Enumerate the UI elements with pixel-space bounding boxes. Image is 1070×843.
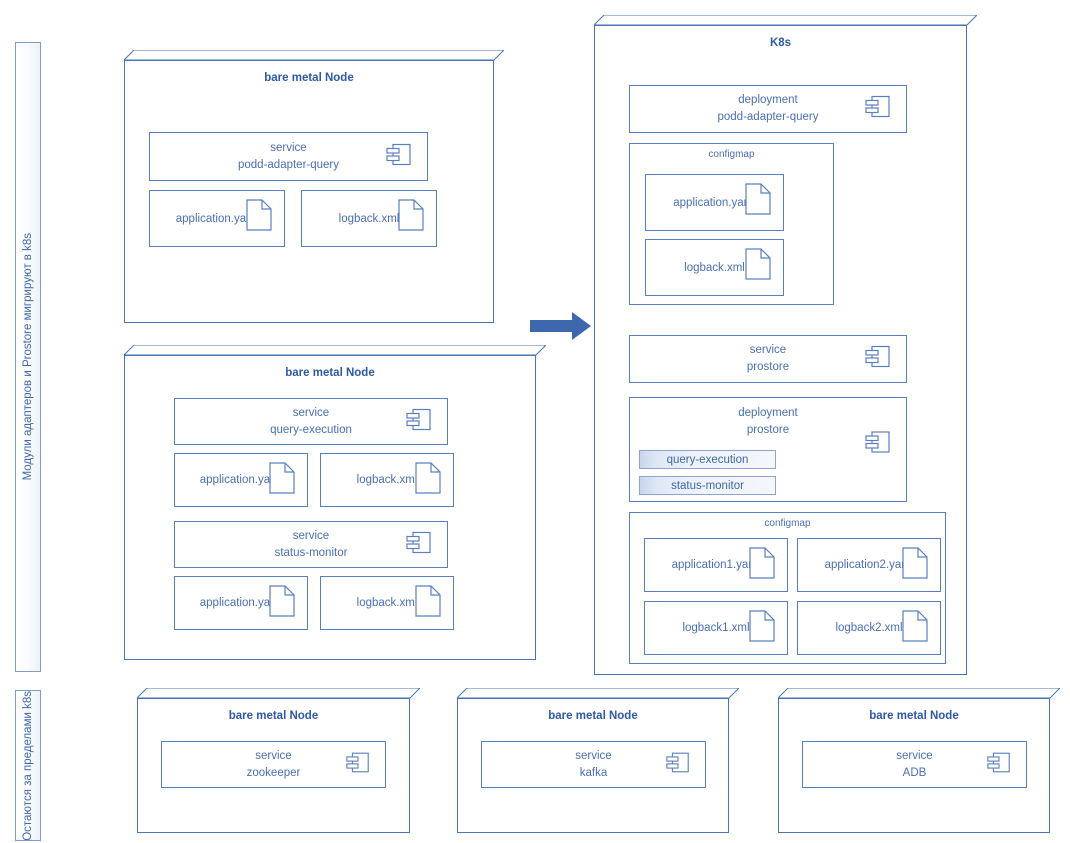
component-icon bbox=[986, 749, 1012, 780]
artifact-name: application2.yaml bbox=[824, 559, 914, 571]
component-name: podd-adapter-query bbox=[237, 158, 339, 171]
service-podd-adapter-query[interactable]: service podd-adapter-query bbox=[149, 132, 428, 181]
bare-metal-node-1[interactable]: bare metal Node service podd-adapter-que… bbox=[124, 50, 504, 323]
rail-migrating-label: Модули адаптеров и Prostore мигрируют в … bbox=[22, 233, 34, 481]
bare-metal-node-kafka[interactable]: bare metal Node service kafka bbox=[457, 688, 739, 833]
artifact-logback2-xml[interactable]: logback2.xml bbox=[797, 601, 941, 655]
artifact-name: application.yaml bbox=[199, 474, 283, 486]
rail-outside-k8s: Остаются за пределами k8s bbox=[15, 690, 41, 841]
component-icon bbox=[864, 343, 892, 376]
migration-arrow bbox=[530, 310, 592, 342]
deployment-kind: deployment bbox=[738, 407, 798, 419]
artifact-logback1-xml[interactable]: logback1.xml bbox=[644, 601, 788, 655]
component-name: query-execution bbox=[270, 423, 352, 436]
document-icon bbox=[398, 199, 424, 236]
configmap-1[interactable]: configmap application.yaml logback.xml bbox=[629, 143, 834, 305]
component-name: zookeeper bbox=[246, 766, 301, 779]
component-kind: service bbox=[896, 749, 933, 762]
component-kind: service bbox=[749, 344, 787, 357]
k8s-node[interactable]: K8s deployment podd-adapter-query config… bbox=[594, 15, 977, 675]
bare-metal-node-zookeeper[interactable]: bare metal Node service zookeeper bbox=[137, 688, 420, 833]
component-icon bbox=[345, 749, 371, 780]
document-icon bbox=[246, 199, 272, 236]
component-icon bbox=[864, 93, 892, 126]
artifact-name: application1.yaml bbox=[671, 559, 761, 571]
service-status-monitor[interactable]: service status-monitor bbox=[174, 521, 448, 568]
artifact-name: logback.xml bbox=[338, 212, 400, 225]
node-title: bare metal Node bbox=[869, 710, 959, 722]
component-name: kafka bbox=[579, 766, 608, 779]
service-zookeeper[interactable]: service zookeeper bbox=[161, 741, 386, 788]
bare-metal-node-2[interactable]: bare metal Node service query-execution … bbox=[124, 345, 546, 660]
deployment-name: prostore bbox=[746, 424, 790, 436]
component-name: podd-adapter-query bbox=[717, 111, 819, 123]
service-adb[interactable]: service ADB bbox=[802, 741, 1027, 788]
component-kind: deployment bbox=[738, 94, 798, 107]
component-icon bbox=[665, 749, 691, 780]
rail-outside-label: Остаются за пределами k8s bbox=[22, 690, 34, 841]
component-icon bbox=[405, 405, 433, 438]
document-icon bbox=[749, 610, 775, 647]
component-kind: service bbox=[292, 529, 330, 542]
artifact-name: logback.xml bbox=[684, 261, 745, 274]
component-icon bbox=[405, 528, 433, 561]
document-icon bbox=[749, 547, 775, 584]
configmap-2-title: configmap bbox=[764, 518, 811, 529]
component-icon bbox=[864, 428, 892, 461]
artifact-application-yaml[interactable]: application.yaml bbox=[149, 190, 285, 247]
artifact-application-yaml[interactable]: application.yaml bbox=[645, 174, 784, 231]
node-2-title: bare metal Node bbox=[285, 367, 375, 379]
artifact-name: logback.xml bbox=[356, 597, 418, 609]
artifact-name: application.yaml bbox=[175, 212, 259, 225]
component-kind: service bbox=[255, 749, 292, 762]
artifact-application1-yaml[interactable]: application1.yaml bbox=[644, 538, 788, 592]
deployment-prostore[interactable]: deployment prostore query-execution stat… bbox=[629, 397, 907, 502]
deployment-podd-adapter-query[interactable]: deployment podd-adapter-query bbox=[629, 85, 907, 133]
artifact-logback-xml[interactable]: logback.xml bbox=[320, 453, 454, 507]
service-prostore[interactable]: service prostore bbox=[629, 335, 907, 383]
component-name: prostore bbox=[746, 361, 790, 373]
document-icon bbox=[902, 547, 928, 584]
artifact-logback-xml[interactable]: logback.xml bbox=[301, 190, 437, 247]
service-kafka[interactable]: service kafka bbox=[481, 741, 706, 788]
artifact-name: logback2.xml bbox=[835, 622, 903, 634]
component-name: ADB bbox=[902, 766, 927, 779]
document-icon bbox=[902, 610, 928, 647]
configmap-2[interactable]: configmap application1.yaml application2… bbox=[629, 512, 946, 664]
artifact-logback-xml[interactable]: logback.xml bbox=[320, 576, 454, 630]
component-name: status-monitor bbox=[274, 546, 348, 559]
component-kind: service bbox=[575, 749, 612, 762]
document-icon bbox=[269, 462, 295, 499]
component-icon bbox=[385, 140, 413, 173]
configmap-1-title: configmap bbox=[708, 149, 755, 160]
service-query-execution[interactable]: service query-execution bbox=[174, 398, 448, 445]
artifact-name: application.yaml bbox=[199, 597, 283, 609]
node-title: bare metal Node bbox=[228, 710, 319, 722]
node-1-title: bare metal Node bbox=[264, 72, 354, 84]
document-icon bbox=[415, 585, 441, 622]
artifact-logback-xml[interactable]: logback.xml bbox=[645, 239, 784, 296]
pod-status-monitor[interactable]: status-monitor bbox=[639, 476, 776, 495]
component-kind: service bbox=[292, 406, 330, 419]
document-icon bbox=[269, 585, 295, 622]
k8s-title: K8s bbox=[769, 37, 792, 49]
artifact-application-yaml[interactable]: application.yaml bbox=[174, 453, 308, 507]
document-icon bbox=[745, 248, 771, 285]
node-title: bare metal Node bbox=[548, 710, 638, 722]
artifact-application2-yaml[interactable]: application2.yaml bbox=[797, 538, 941, 592]
artifact-application-yaml[interactable]: application.yaml bbox=[174, 576, 308, 630]
artifact-name: logback.xml bbox=[356, 474, 418, 486]
rail-migrating-to-k8s: Модули адаптеров и Prostore мигрируют в … bbox=[15, 42, 41, 672]
document-icon bbox=[415, 462, 441, 499]
component-kind: service bbox=[270, 141, 307, 154]
artifact-name: application.yaml bbox=[673, 196, 756, 209]
pod-query-execution[interactable]: query-execution bbox=[639, 450, 776, 469]
document-icon bbox=[745, 183, 771, 220]
artifact-name: logback1.xml bbox=[682, 622, 750, 634]
bare-metal-node-adb[interactable]: bare metal Node service ADB bbox=[778, 688, 1060, 833]
